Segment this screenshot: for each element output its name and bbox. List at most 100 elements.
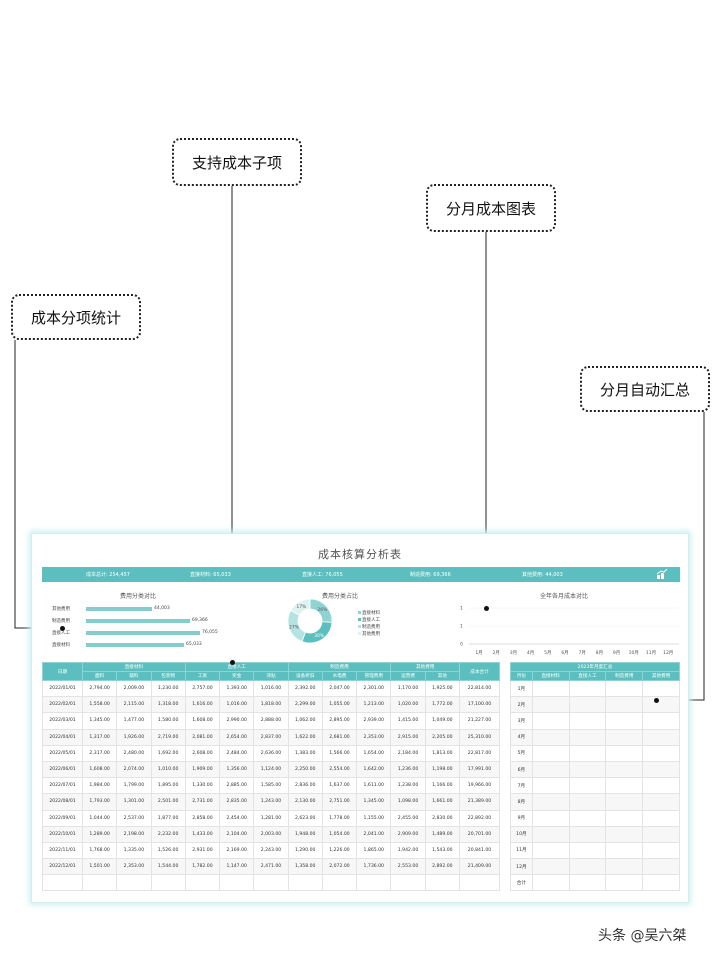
- summary-value-cell[interactable]: [568, 793, 607, 811]
- value-cell[interactable]: 2,654.00: [219, 728, 255, 746]
- value-cell[interactable]: 1,317.00: [81, 728, 118, 746]
- value-cell[interactable]: 1,585.00: [253, 777, 289, 795]
- value-cell[interactable]: 1,489.00: [424, 825, 461, 843]
- date-cell[interactable]: 2022/06/01: [42, 760, 83, 779]
- value-cell[interactable]: 1,558.00: [81, 696, 118, 714]
- summary-value-cell[interactable]: [605, 809, 644, 827]
- value-cell[interactable]: 2,130.00: [287, 793, 323, 811]
- value-cell[interactable]: 2,858.00: [184, 809, 221, 827]
- summary-value-cell[interactable]: [531, 858, 570, 876]
- value-cell[interactable]: 1,544.00: [150, 858, 186, 876]
- value-cell[interactable]: 2,836.00: [287, 777, 323, 795]
- value-cell[interactable]: 1,925.00: [424, 679, 461, 698]
- value-cell[interactable]: 2,794.00: [81, 679, 118, 698]
- value-cell[interactable]: 1,768.00: [81, 841, 118, 860]
- value-cell[interactable]: 1,290.00: [287, 841, 323, 860]
- value-cell[interactable]: 1,778.00: [321, 809, 358, 827]
- value-cell[interactable]: 1,098.00: [390, 793, 426, 811]
- value-cell[interactable]: 2,115.00: [116, 696, 152, 714]
- summary-value-cell[interactable]: [568, 809, 607, 827]
- summary-value-cell[interactable]: [642, 809, 680, 827]
- value-cell[interactable]: 2,835.00: [219, 793, 255, 811]
- value-cell[interactable]: 1,016.00: [219, 696, 255, 714]
- value-cell[interactable]: 1,526.00: [150, 841, 186, 860]
- value-cell[interactable]: 1,301.00: [116, 793, 152, 811]
- summary-value-cell[interactable]: [605, 760, 644, 779]
- value-cell[interactable]: 22,892.00: [459, 809, 500, 827]
- value-cell[interactable]: 1,198.00: [424, 760, 461, 779]
- summary-value-cell[interactable]: [642, 696, 680, 714]
- summary-value-cell[interactable]: [531, 696, 570, 714]
- value-cell[interactable]: 1,942.00: [390, 841, 426, 860]
- summary-value-cell[interactable]: [605, 841, 644, 860]
- value-cell[interactable]: 1,818.00: [253, 696, 289, 714]
- summary-value-cell[interactable]: [568, 679, 607, 698]
- value-cell[interactable]: 1,166.00: [424, 777, 461, 795]
- value-cell[interactable]: 1,501.00: [81, 858, 118, 876]
- value-cell[interactable]: [424, 874, 461, 892]
- value-cell[interactable]: 2,243.00: [253, 841, 289, 860]
- date-cell[interactable]: 2022/08/01: [42, 793, 83, 811]
- summary-value-cell[interactable]: [531, 841, 570, 860]
- value-cell[interactable]: 1,393.00: [219, 679, 255, 698]
- value-cell[interactable]: 1,909.00: [184, 760, 221, 779]
- value-cell[interactable]: 1,054.00: [321, 825, 358, 843]
- summary-value-cell[interactable]: [568, 696, 607, 714]
- value-cell[interactable]: 21,227.00: [459, 712, 500, 730]
- date-cell[interactable]: 2022/02/01: [42, 696, 83, 714]
- value-cell[interactable]: 2,074.00: [116, 760, 152, 779]
- value-cell[interactable]: 2,047.00: [321, 679, 358, 698]
- value-cell[interactable]: 19,966.00: [459, 777, 500, 795]
- value-cell[interactable]: 1,772.00: [424, 696, 461, 714]
- value-cell[interactable]: 1,383.00: [287, 744, 323, 762]
- date-cell[interactable]: [42, 874, 83, 892]
- value-cell[interactable]: 1,793.00: [81, 793, 118, 811]
- value-cell[interactable]: 1,782.00: [184, 858, 221, 876]
- value-cell[interactable]: 2,009.00: [116, 679, 152, 698]
- value-cell[interactable]: 1,335.00: [116, 841, 152, 860]
- summary-value-cell[interactable]: [568, 744, 607, 762]
- value-cell[interactable]: 2,915.00: [390, 728, 426, 746]
- value-cell[interactable]: 2,198.00: [116, 825, 152, 843]
- value-cell[interactable]: 1,877.00: [150, 809, 186, 827]
- value-cell[interactable]: 1,044.00: [81, 809, 118, 827]
- value-cell[interactable]: 1,010.00: [150, 760, 186, 779]
- value-cell[interactable]: 2,455.00: [390, 809, 426, 827]
- value-cell[interactable]: 2,553.00: [390, 858, 426, 876]
- value-cell[interactable]: 1,020.00: [390, 696, 426, 714]
- summary-value-cell[interactable]: [568, 777, 607, 795]
- date-cell[interactable]: 2022/11/01: [42, 841, 83, 860]
- value-cell[interactable]: 1,580.00: [150, 712, 186, 730]
- value-cell[interactable]: 2,072.00: [321, 858, 358, 876]
- value-cell[interactable]: 2,990.00: [219, 712, 255, 730]
- value-cell[interactable]: 25,310.00: [459, 728, 500, 746]
- value-cell[interactable]: 17,100.00: [459, 696, 500, 714]
- value-cell[interactable]: 2,909.00: [390, 825, 426, 843]
- summary-value-cell[interactable]: [605, 777, 644, 795]
- value-cell[interactable]: 17,991.00: [459, 760, 500, 779]
- value-cell[interactable]: 21,409.00: [459, 858, 500, 876]
- value-cell[interactable]: [81, 874, 118, 892]
- value-cell[interactable]: 2,939.00: [356, 712, 392, 730]
- value-cell[interactable]: 2,830.00: [424, 809, 461, 827]
- value-cell[interactable]: 2,353.00: [116, 858, 152, 876]
- value-cell[interactable]: 1,654.00: [356, 744, 392, 762]
- value-cell[interactable]: 2,837.00: [253, 728, 289, 746]
- value-cell[interactable]: 22,817.00: [459, 744, 500, 762]
- value-cell[interactable]: 2,484.00: [219, 744, 255, 762]
- summary-value-cell[interactable]: [642, 858, 680, 876]
- value-cell[interactable]: 1,608.00: [81, 760, 118, 779]
- value-cell[interactable]: 2,537.00: [116, 809, 152, 827]
- date-cell[interactable]: 2022/04/01: [42, 728, 83, 746]
- value-cell[interactable]: 1,622.00: [287, 728, 323, 746]
- value-cell[interactable]: 1,281.00: [253, 809, 289, 827]
- summary-value-cell[interactable]: [531, 793, 570, 811]
- value-cell[interactable]: 1,926.00: [116, 728, 152, 746]
- summary-value-cell[interactable]: [605, 874, 644, 892]
- value-cell[interactable]: 1,566.00: [321, 744, 358, 762]
- value-cell[interactable]: 1,345.00: [356, 793, 392, 811]
- value-cell[interactable]: 2,299.00: [287, 696, 323, 714]
- value-cell[interactable]: 2,041.00: [356, 825, 392, 843]
- value-cell[interactable]: 1,155.00: [356, 809, 392, 827]
- value-cell[interactable]: 1,238.00: [390, 777, 426, 795]
